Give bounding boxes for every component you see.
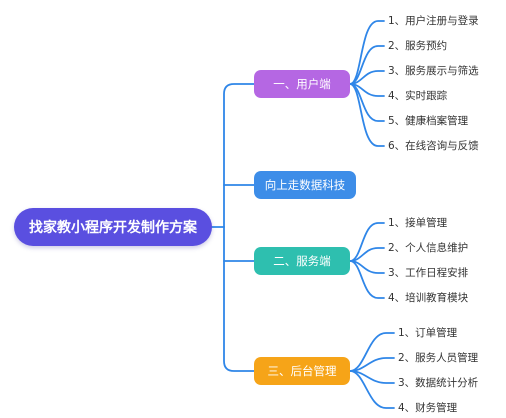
leaf-connector [349, 222, 385, 262]
leaf-connector [349, 20, 385, 85]
root-node[interactable]: 找家教小程序开发制作方案 [14, 208, 212, 246]
leaf-user-register-login[interactable]: 1、用户注册与登录 [388, 15, 479, 27]
trunk-connector [223, 83, 255, 228]
trunk-connector-lower [223, 226, 255, 372]
leaf-connector [349, 332, 395, 372]
leaf-online-consult-feedback[interactable]: 6、在线咨询与反馈 [388, 140, 479, 152]
leaf-realtime-tracking[interactable]: 4、实时跟踪 [388, 90, 448, 102]
branch-node-service-side[interactable]: 二、服务端 [254, 247, 350, 275]
leaf-connector [349, 260, 385, 299]
branch-node-admin[interactable]: 三、后台管理 [254, 357, 350, 385]
leaf-service-booking[interactable]: 2、服务预约 [388, 40, 448, 52]
leaf-service-display-filter[interactable]: 3、服务展示与筛选 [388, 65, 479, 77]
leaf-profile-maintenance[interactable]: 2、个人信息维护 [388, 242, 469, 254]
leaf-connector [349, 357, 395, 372]
leaf-work-schedule[interactable]: 3、工作日程安排 [388, 267, 469, 279]
leaf-training-education[interactable]: 4、培训教育模块 [388, 292, 469, 304]
leaf-order-management[interactable]: 1、订单管理 [398, 327, 458, 339]
leaf-connector [349, 370, 395, 409]
leaf-staff-management[interactable]: 2、服务人员管理 [398, 352, 479, 364]
leaf-data-statistics[interactable]: 3、数据统计分析 [398, 377, 479, 389]
leaf-finance-management[interactable]: 4、财务管理 [398, 402, 458, 414]
branch-node-company[interactable]: 向上走数据科技 [254, 171, 356, 199]
branch-node-user-side[interactable]: 一、用户端 [254, 70, 350, 98]
leaf-order-taking[interactable]: 1、接单管理 [388, 217, 448, 229]
leaf-health-records[interactable]: 5、健康档案管理 [388, 115, 469, 127]
leaf-connector [349, 247, 385, 262]
leaf-connector [349, 83, 385, 147]
